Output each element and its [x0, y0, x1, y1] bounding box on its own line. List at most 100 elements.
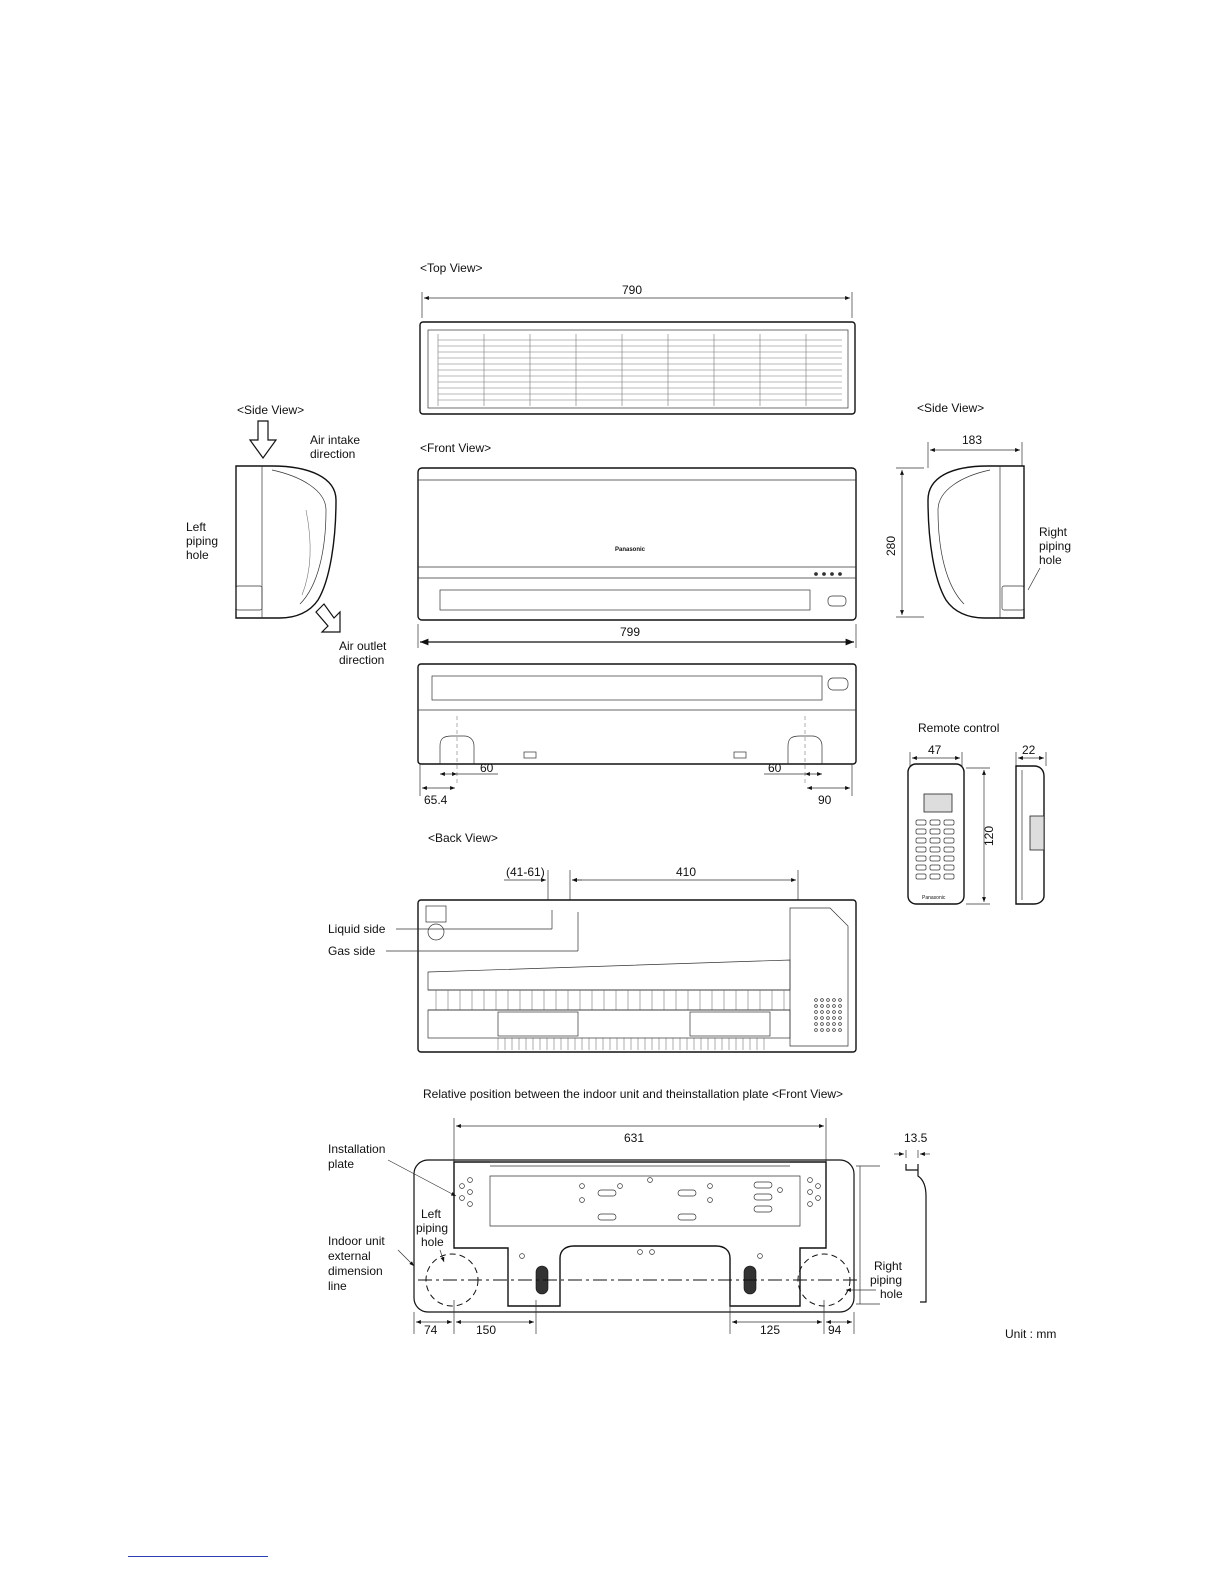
top-view: <Top View> 790	[419, 261, 856, 415]
plate-hole	[459, 1183, 465, 1189]
plate-hole	[815, 1195, 821, 1201]
right-side-title: <Side View>	[917, 401, 984, 415]
remote-button	[929, 855, 941, 862]
left-piping-line1: Left	[186, 520, 207, 534]
installation-dim-125: 125	[760, 1323, 780, 1337]
plate-hole	[707, 1183, 713, 1189]
installation-dim-150: 150	[476, 1323, 496, 1337]
bottom-dim-60-right: 60	[768, 761, 782, 775]
front-view: <Front View> Panasonic 799	[417, 441, 857, 648]
vent-dot	[814, 998, 818, 1002]
vent-dot	[826, 1016, 830, 1020]
right-piping-plate-line1: Right	[874, 1259, 903, 1273]
remote-button	[943, 855, 955, 862]
remote-width-label: 47	[928, 743, 942, 757]
plate-hole	[617, 1183, 623, 1189]
remote-button	[915, 873, 927, 880]
remote-button	[929, 846, 941, 853]
vent-dot	[832, 1010, 836, 1014]
plate-holes	[459, 1177, 821, 1259]
back-dim-410: 410	[676, 865, 696, 879]
installation-plate	[453, 1161, 827, 1307]
liquid-side-label: Liquid side	[328, 922, 386, 936]
remote-brand-logo: Panasonic	[922, 895, 946, 901]
vent-dot	[832, 998, 836, 1002]
remote-button	[929, 819, 941, 826]
vent-dot	[832, 1028, 836, 1032]
footer-rule	[128, 1556, 268, 1557]
remote-button	[929, 873, 941, 880]
vent-dot	[832, 1004, 836, 1008]
vent-dot	[838, 1016, 842, 1020]
remote-button	[915, 837, 927, 844]
back-view-body	[417, 899, 857, 1053]
top-view-title: <Top View>	[420, 261, 483, 275]
vent-dot	[832, 1016, 836, 1020]
plate-slot	[677, 1213, 697, 1221]
vent-dot	[826, 1028, 830, 1032]
remote-button	[929, 828, 941, 835]
side-view-right: <Side View> 183 280 Right piping hole	[884, 401, 1071, 619]
indoor-line-line3: dimension	[328, 1264, 383, 1278]
vent-dot	[820, 1028, 824, 1032]
left-piping-plate-line1: Left	[421, 1207, 442, 1221]
remote-height-label: 120	[982, 826, 996, 846]
installation-title: Relative position between the indoor uni…	[423, 1087, 843, 1101]
left-piping-plate-line2: piping	[416, 1221, 448, 1235]
plate-slot	[597, 1189, 617, 1197]
remote-button	[929, 837, 941, 844]
plate-hole	[467, 1189, 473, 1195]
bottom-view-body	[417, 663, 857, 765]
installation-dim-631: 631	[624, 1131, 644, 1145]
left-piping-line3: hole	[186, 548, 209, 562]
vent-dot	[838, 1004, 842, 1008]
remote-depth-label: 22	[1022, 743, 1036, 757]
plate-slot	[597, 1213, 617, 1221]
vent-dot	[838, 1022, 842, 1026]
right-side-body	[927, 465, 1025, 619]
remote-button	[943, 828, 955, 835]
air-outlet-line1: Air outlet	[339, 639, 387, 653]
plate-hole	[647, 1177, 653, 1183]
remote-button	[929, 864, 941, 871]
vent-dot	[826, 1022, 830, 1026]
remote-button	[915, 819, 927, 826]
vent-dot	[826, 1004, 830, 1008]
remote-control: Remote control 47 22 120 Panasonic	[907, 721, 1047, 905]
installation-dim-94: 94	[828, 1323, 842, 1337]
installation-dim-13-5: 13.5	[904, 1131, 928, 1145]
installation-dim-74: 74	[424, 1323, 438, 1337]
installation-plate-line2: plate	[328, 1157, 354, 1171]
remote-button	[943, 864, 955, 871]
remote-button	[943, 819, 955, 826]
plate-hole	[707, 1197, 713, 1203]
plate-hole	[807, 1189, 813, 1195]
front-view-body	[417, 467, 857, 621]
vent-dot	[838, 998, 842, 1002]
vent-dot	[814, 1028, 818, 1032]
plate-hole	[757, 1253, 763, 1259]
indoor-line-line4: line	[328, 1279, 347, 1293]
right-piping-plate-line3: hole	[880, 1287, 903, 1301]
gas-side-label: Gas side	[328, 944, 376, 958]
plate-hole	[579, 1183, 585, 1189]
air-outlet-arrow-icon	[315, 603, 341, 633]
indoor-line-line2: external	[328, 1249, 371, 1263]
plate-hole	[807, 1177, 813, 1183]
front-brand-logo: Panasonic	[615, 547, 646, 553]
right-piping-line3: hole	[1039, 553, 1062, 567]
vent-dot	[814, 1016, 818, 1020]
back-dim-range: (41-61)	[506, 865, 545, 879]
right-side-depth-label: 183	[962, 433, 982, 447]
top-width-label: 790	[622, 283, 642, 297]
right-piping-line2: piping	[1039, 539, 1071, 553]
vent-dot	[820, 1004, 824, 1008]
vent-dot	[820, 1022, 824, 1026]
right-side-height-label: 280	[884, 536, 898, 556]
vent-dot	[826, 998, 830, 1002]
vent-dot	[832, 1022, 836, 1026]
remote-button	[943, 846, 955, 853]
vent-dot	[820, 998, 824, 1002]
plate-hole	[815, 1183, 821, 1189]
vent-dot	[814, 1022, 818, 1026]
